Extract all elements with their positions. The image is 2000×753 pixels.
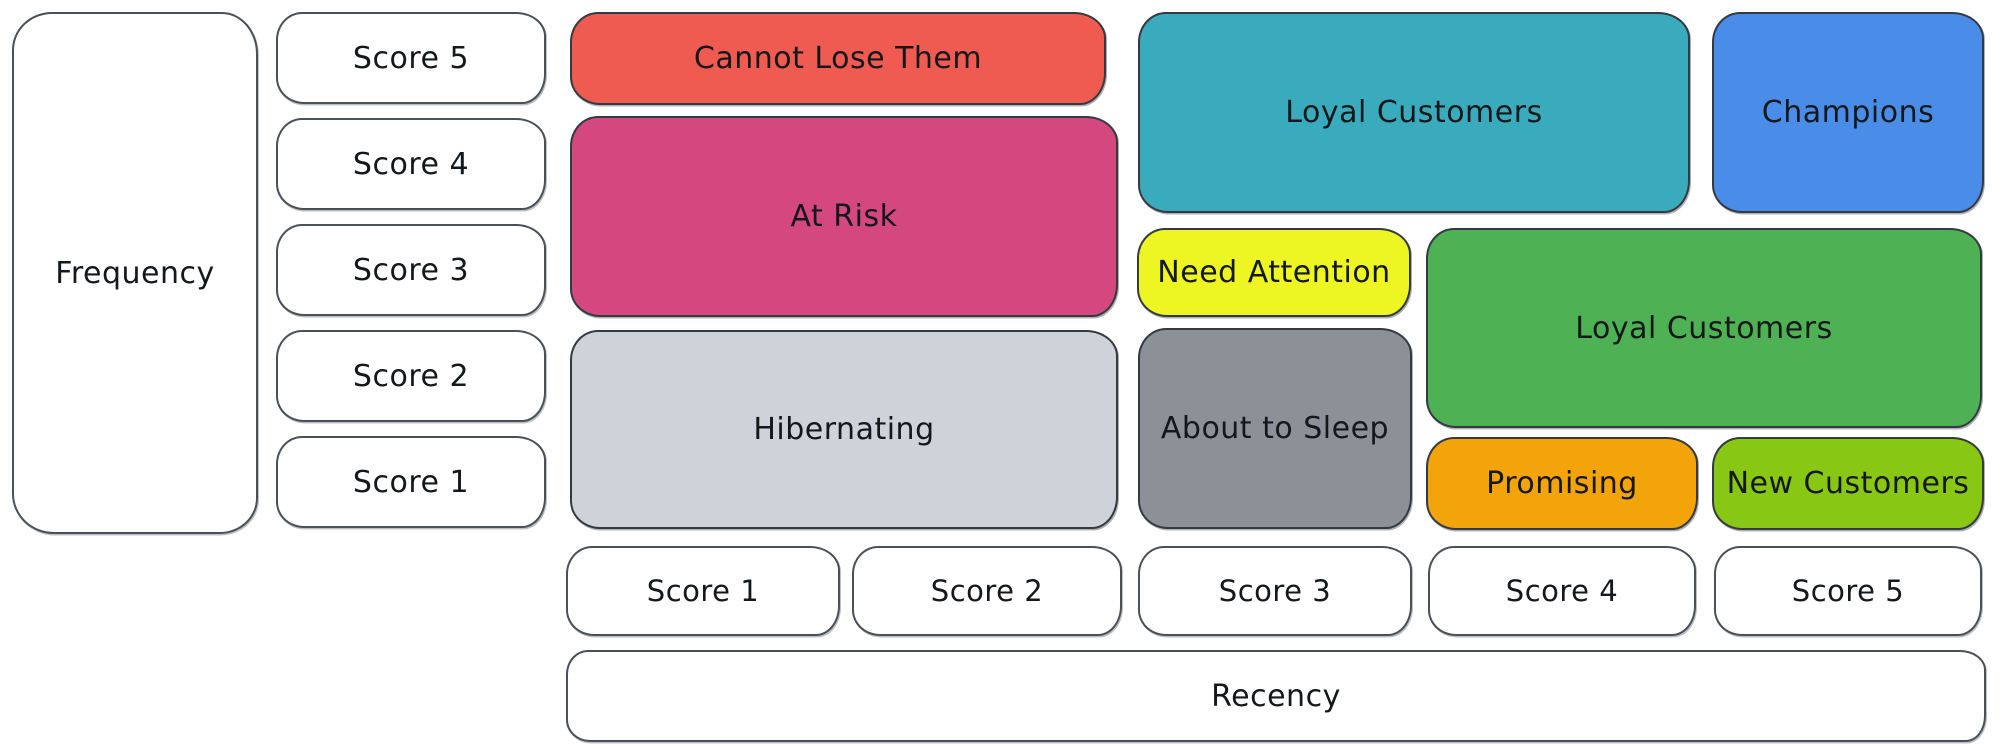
frequency-score-5-box: Score 5: [276, 12, 546, 104]
frequency-score-2-box: Score 2: [276, 330, 546, 422]
frequency-score-4-box: Score 4: [276, 118, 546, 210]
segment-promising: Promising: [1426, 437, 1698, 530]
frequency-score-1-box: Score 1: [276, 436, 546, 528]
recency-score-1-box: Score 1: [566, 546, 840, 636]
segment-need-attention: Need Attention: [1137, 228, 1411, 317]
segment-at-risk: At Risk: [570, 116, 1118, 317]
segment-loyal-customers-top: Loyal Customers: [1138, 12, 1690, 213]
recency-score-3-box: Score 3: [1138, 546, 1412, 636]
recency-score-5-box: Score 5: [1714, 546, 1982, 636]
recency-axis-box: Recency: [566, 650, 1986, 742]
recency-score-4-box: Score 4: [1428, 546, 1696, 636]
segment-hibernating: Hibernating: [570, 330, 1118, 529]
segment-about-to-sleep: About to Sleep: [1138, 328, 1412, 529]
frequency-score-3-box: Score 3: [276, 224, 546, 316]
segment-new-customers: New Customers: [1712, 437, 1984, 530]
recency-score-2-box: Score 2: [852, 546, 1122, 636]
segment-cannot-lose-them: Cannot Lose Them: [570, 12, 1106, 105]
segment-loyal-customers-right: Loyal Customers: [1426, 228, 1982, 428]
frequency-axis-box: Frequency: [12, 12, 258, 534]
segment-champions: Champions: [1712, 12, 1984, 213]
